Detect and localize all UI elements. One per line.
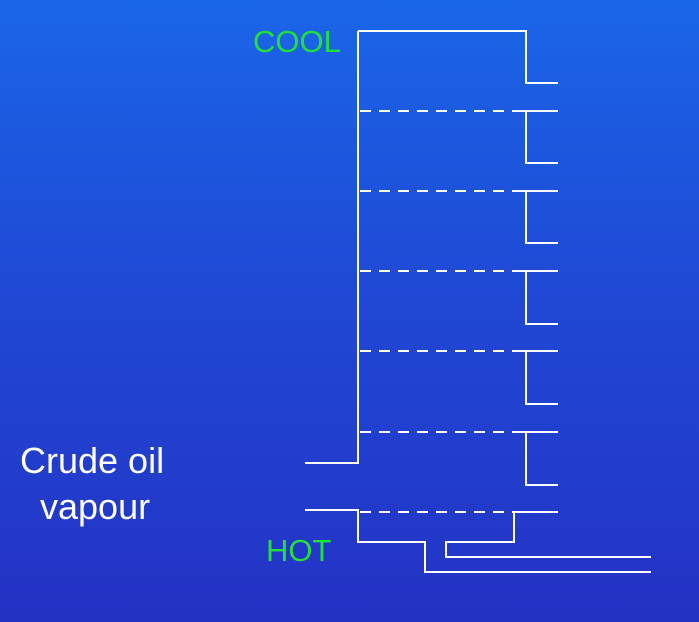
- outlet-4: [514, 350, 558, 405]
- feed-label-line1: Crude oil: [20, 440, 165, 481]
- outlet-5: [514, 431, 558, 486]
- outlet-1: [514, 110, 558, 164]
- feed-inlet: [305, 509, 651, 573]
- column-top: [358, 30, 558, 84]
- column-wall-left: [305, 31, 359, 464]
- cool-label: COOL: [253, 24, 341, 59]
- outlet-3: [514, 270, 558, 325]
- outlet-2: [514, 190, 558, 244]
- feed-label-line2: vapour: [40, 486, 151, 527]
- residue-outlet: [445, 511, 651, 558]
- hot-label: HOT: [266, 533, 332, 568]
